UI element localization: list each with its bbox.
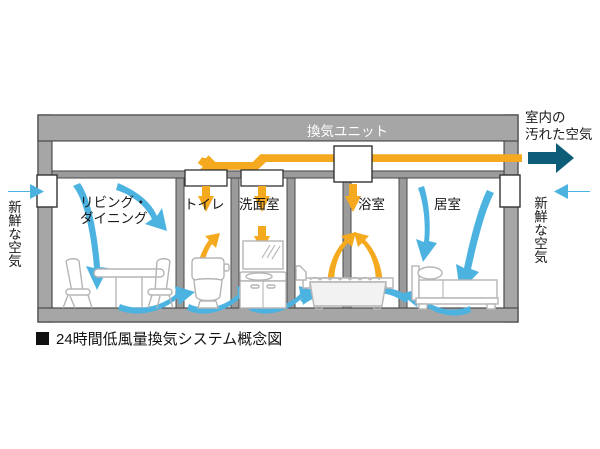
arrow-intake-left <box>8 184 44 199</box>
caption-text: 24時間低風量換気システム概念図 <box>56 331 283 348</box>
arrow-up-toilet <box>198 186 214 212</box>
arrow-intake-right <box>554 184 590 199</box>
furniture-washroom-side <box>295 265 307 281</box>
label-exhaust-line2: 汚れた空気 <box>525 127 593 142</box>
room-label-washroom: 洗面室 <box>239 197 280 212</box>
arrow-flow-bedroom-left <box>416 186 437 262</box>
vent-box-washroom <box>240 169 284 187</box>
arrow-flow-living-left <box>73 183 108 290</box>
label-exhaust-line1: 室内の <box>525 110 566 125</box>
caption-bullet-icon <box>36 332 49 345</box>
room-label-bedroom: 居室 <box>434 197 461 212</box>
diagram-caption: 24時間低風量換気システム概念図 <box>36 328 282 349</box>
arrow-floor-washroom-to-bathroom <box>249 286 319 314</box>
intake-vent-right <box>499 174 521 208</box>
arrow-exhaust-dark <box>528 143 574 173</box>
room-label-bathroom: 浴室 <box>358 197 385 212</box>
vent-boxes <box>184 145 373 187</box>
room-label-living-dining-line2: ダイニング <box>80 210 148 226</box>
label-fresh-air-right: 新鮮な空気 <box>532 196 548 264</box>
vent-box-toilet <box>184 169 228 187</box>
arrow-flow-living-right <box>116 183 167 231</box>
furniture-bedroom <box>411 265 499 310</box>
furniture-bathroom <box>302 276 394 310</box>
exhaust-arrow-outdoor <box>528 143 574 173</box>
ventilation-unit-label: 換気ユニット <box>307 124 388 139</box>
vent-box-bathroom-unit <box>333 145 373 183</box>
furniture-living-dining <box>62 258 174 309</box>
arrow-up-washroom <box>254 186 270 212</box>
furniture-washroom <box>239 240 287 309</box>
label-fresh-air-left: 新鮮な空気 <box>6 200 22 268</box>
arrow-up-bathroom <box>345 184 361 212</box>
arrow-up-washroom-lower <box>254 226 270 252</box>
room-label-living-dining: リビング・ ダイニング <box>80 195 148 227</box>
ventilation-unit-band <box>37 114 519 142</box>
arrow-flow-bedroom-right <box>456 190 494 292</box>
furniture-toilet <box>191 257 230 309</box>
arrow-floor-living-to-toilet <box>118 286 195 314</box>
room-label-toilet: トイレ <box>184 197 225 212</box>
room-label-living-dining-line1: リビング・ <box>80 195 148 210</box>
